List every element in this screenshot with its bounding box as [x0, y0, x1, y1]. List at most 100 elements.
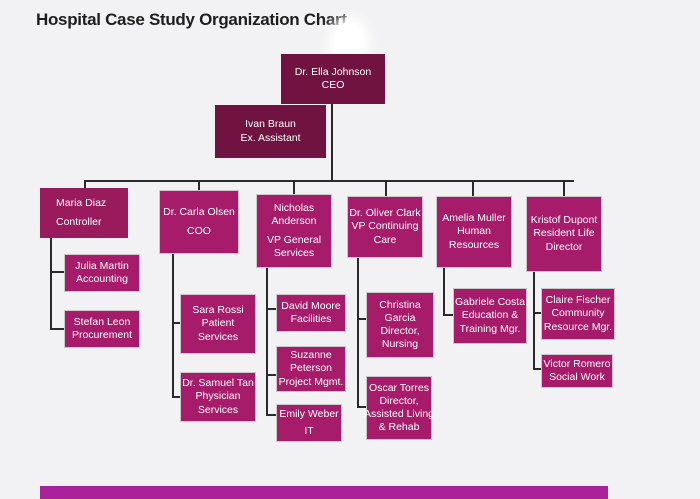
connector-care-oscar [357, 406, 366, 408]
connector-drop-general-services [293, 180, 295, 194]
exec-controller-title: Controller [56, 216, 102, 228]
page-title: Hospital Case Study Organization Chart [36, 10, 347, 29]
report-box-david-moore: David Moore Facilities [276, 294, 346, 332]
connector-care-vertical [357, 258, 359, 408]
report-box-christina-garcia: Christina Garcia Director, Nursing [366, 292, 434, 358]
emily-weber-line1: Emily Weber [279, 407, 339, 420]
suzanne-peterson-line2: Peterson [289, 362, 333, 375]
samuel-tan-line2: Physician [195, 390, 241, 403]
oscar-torres-line4: & Rehab [378, 421, 420, 434]
connector-trunk [331, 160, 333, 182]
connector-drop-coo [198, 180, 200, 190]
exec-coo-title: COO [187, 225, 211, 237]
christina-garcia-line1: Christina [379, 298, 421, 311]
connector-executive-bar [84, 180, 574, 182]
connector-controller-julia [50, 271, 64, 273]
connector-drop-continuing-care [385, 180, 387, 196]
connector-resident-vertical [533, 272, 535, 370]
connector-hr-vertical [443, 268, 445, 316]
exec-controller-name: Maria Diaz [56, 196, 107, 209]
report-box-oscar-torres: Oscar Torres Director, Assisted Living &… [363, 376, 435, 440]
samuel-tan-line3: Services [197, 403, 239, 416]
connector-coo-vertical [172, 254, 174, 398]
exec-hr-line2: Human [457, 225, 491, 238]
suzanne-peterson-line1: Suzanne [290, 349, 332, 362]
exec-box-continuing-care: Dr. Oliver Clark VP Continuing Care [347, 196, 423, 258]
connector-ceo-to-assistant [331, 104, 333, 164]
exec-box-resident-life: Kristof Dupont Resident Life Director [526, 196, 602, 272]
claire-fischer-line1: Claire Fischer [545, 294, 611, 307]
exec-box-coo: Dr. Carla Olsen COO [159, 190, 239, 254]
exec-general-line4: Services [273, 247, 315, 260]
exec-care-line2: VP Continuing [351, 220, 419, 233]
julia-martin-title: Accounting [76, 273, 128, 285]
connector-coo-sara [172, 322, 180, 324]
ceo-title: CEO [321, 79, 345, 91]
connector-controller-vertical [50, 236, 52, 330]
ceo-name: Dr. Ella Johnson [294, 65, 372, 78]
exec-care-line3: Care [373, 233, 397, 246]
christina-garcia-line4: Nursing [381, 338, 419, 351]
connector-resident-victor [533, 368, 541, 370]
connector-coo-samuel [172, 396, 180, 398]
exec-resident-line2: Resident Life [533, 227, 595, 240]
report-box-sara-rossi: Sara Rossi Patient Services [180, 294, 256, 354]
connector-drop-controller [84, 180, 86, 188]
exec-hr-line3: Resources [448, 238, 500, 251]
victor-romero-line1: Victor Romero [543, 357, 611, 370]
david-moore-line2: Facilities [290, 313, 332, 325]
exec-general-line3: VP General [266, 234, 322, 246]
suzanne-peterson-line3: Project Mgmt. [278, 375, 344, 388]
report-box-victor-romero: Victor Romero Social Work [541, 354, 613, 388]
oscar-torres-line1: Oscar Torres [369, 381, 429, 394]
bottom-bar [40, 486, 608, 499]
victor-romero-line2: Social Work [549, 371, 605, 383]
christina-garcia-line3: Director, [380, 325, 420, 337]
sara-rossi-line3: Services [197, 330, 239, 343]
connector-controller-stefan [50, 328, 64, 330]
gabriele-costa-line1: Gabriele Costa [454, 296, 526, 309]
sara-rossi-line2: Patient [201, 317, 235, 330]
report-box-samuel-tan: Dr. Samuel Tan Physician Services [180, 372, 256, 422]
assistant-box: Ivan Braun Ex. Assistant [215, 105, 326, 158]
connector-general-suzanne [266, 374, 276, 376]
connector-care-christina [357, 318, 366, 320]
connector-hr-gabriele [443, 314, 453, 316]
report-box-suzanne-peterson: Suzanne Peterson Project Mgmt. [276, 346, 346, 392]
exec-general-line2: Anderson [271, 214, 317, 227]
connector-general-david [266, 308, 276, 310]
assistant-title: Ex. Assistant [240, 131, 301, 144]
gabriele-costa-line3: Training Mgr. [459, 322, 521, 335]
claire-fischer-line2: Community [551, 307, 605, 320]
stefan-leon-name: Stefan Leon [73, 315, 131, 328]
connector-drop-hr [472, 180, 474, 196]
exec-care-line1: Dr. Oliver Clark [349, 207, 421, 220]
oscar-torres-line3: Assisted Living [363, 408, 435, 420]
connector-general-vertical [266, 268, 268, 416]
exec-resident-line3: Director [545, 240, 583, 253]
stefan-leon-title: Procurement [71, 329, 133, 341]
connector-drop-resident-life [563, 180, 565, 196]
gabriele-costa-line2: Education & [461, 309, 519, 322]
connector-general-emily [266, 414, 276, 416]
julia-martin-name: Julia Martin [75, 259, 129, 272]
exec-box-controller: Maria Diaz Controller [40, 188, 128, 238]
exec-box-hr: Amelia Muller Human Resources [436, 196, 512, 268]
claire-fischer-line3: Resource Mgr. [543, 320, 613, 333]
report-box-julia-martin: Julia Martin Accounting [64, 254, 140, 292]
exec-box-general-services: Nicholas Anderson VP General Services [256, 194, 332, 268]
emily-weber-line2: IT [304, 425, 314, 437]
ceo-box: Dr. Ella Johnson CEO [281, 54, 385, 104]
report-box-claire-fischer: Claire Fischer Community Resource Mgr. [541, 288, 615, 340]
report-box-emily-weber: Emily Weber IT [276, 404, 342, 442]
connector-resident-claire [533, 312, 541, 314]
christina-garcia-line2: Garcia [384, 311, 416, 324]
exec-coo-name: Dr. Carla Olsen [163, 205, 235, 218]
assistant-name: Ivan Braun [245, 118, 296, 131]
exec-hr-line1: Amelia Muller [442, 212, 506, 225]
exec-resident-line1: Kristof Dupont [530, 214, 598, 227]
samuel-tan-line1: Dr. Samuel Tan [182, 377, 254, 390]
exec-general-line1: Nicholas [273, 201, 315, 214]
report-box-gabriele-costa: Gabriele Costa Education & Training Mgr. [453, 288, 527, 344]
david-moore-line1: David Moore [281, 299, 341, 312]
